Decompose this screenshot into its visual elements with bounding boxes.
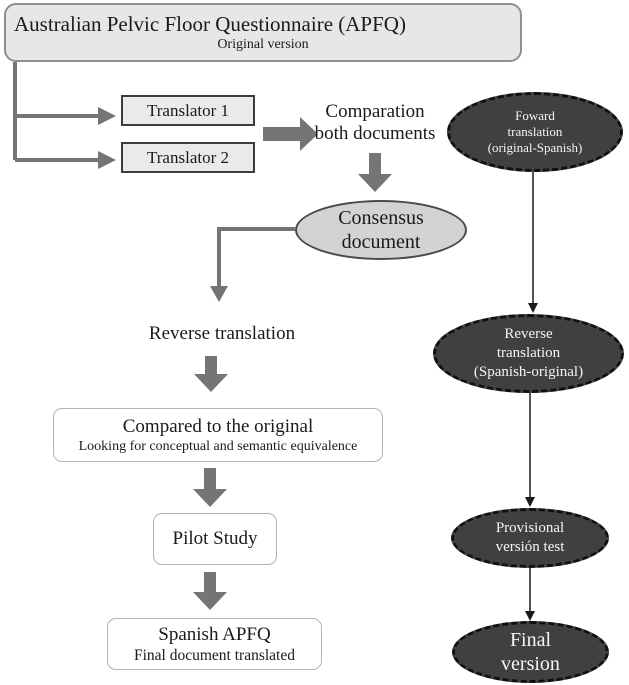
forward-line2: translation bbox=[507, 124, 563, 139]
consensus-elbow-connector bbox=[217, 227, 295, 287]
forward-line3: (original-Spanish) bbox=[487, 140, 583, 155]
spanish-apfq-box: Spanish APFQ Final document translated bbox=[107, 618, 322, 670]
consensus-line1: Consensus bbox=[338, 207, 424, 229]
source-title: Australian Pelvic Floor Questionnaire (A… bbox=[14, 12, 406, 36]
down-arrow-reverse-icon bbox=[194, 356, 228, 392]
translator-2-box: Translator 2 bbox=[121, 142, 255, 173]
reverse-line3: (Spanish-original) bbox=[473, 364, 584, 380]
reverse-line2: translation bbox=[496, 345, 561, 361]
consensus-document-ellipse: Consensus document bbox=[295, 200, 467, 260]
comparation-label: Comparation both documents bbox=[285, 101, 465, 145]
reverse-translation-text: Reverse translation bbox=[148, 323, 296, 344]
reverse-line1: Reverse bbox=[504, 326, 553, 342]
compared-to-original-box: Compared to the original Looking for con… bbox=[53, 408, 383, 462]
stage-arrowhead-final bbox=[525, 611, 535, 621]
spanish-apfq-subtitle: Final document translated bbox=[134, 647, 295, 664]
pilot-study-box: Pilot Study bbox=[153, 513, 277, 565]
stage-arrowhead-provisional bbox=[525, 497, 535, 507]
translator-2-label: Translator 2 bbox=[146, 147, 229, 167]
tree-arrowhead-translator1 bbox=[98, 107, 116, 125]
down-arrow-compared-icon bbox=[193, 468, 227, 507]
provisional-line2: versión test bbox=[495, 539, 565, 555]
final-line1: Final bbox=[509, 629, 552, 651]
tree-arrowhead-translator2 bbox=[98, 151, 116, 169]
stage-arrowhead-reverse bbox=[528, 303, 538, 313]
source-questionnaire-box: Australian Pelvic Floor Questionnaire (A… bbox=[4, 3, 522, 62]
down-arrow-pilot-icon bbox=[193, 572, 227, 610]
compared-subtitle: Looking for conceptual and semantic equi… bbox=[78, 439, 358, 454]
provisional-version-ellipse: Provisional versión test bbox=[451, 508, 609, 568]
reverse-translation-label: Reverse translation bbox=[128, 323, 316, 345]
pilot-study-label: Pilot Study bbox=[172, 528, 258, 549]
consensus-line2: document bbox=[341, 231, 421, 253]
reverse-translation-ellipse: Reverse translation (Spanish-original) bbox=[433, 314, 624, 393]
consensus-elbow-arrowhead bbox=[210, 286, 228, 302]
comparation-line2: both documents bbox=[314, 123, 436, 144]
forward-line1: Foward bbox=[515, 108, 555, 123]
source-subtitle: Original version bbox=[217, 37, 309, 52]
forward-translation-ellipse: Foward translation (original-Spanish) bbox=[447, 92, 623, 172]
translator-1-box: Translator 1 bbox=[121, 95, 255, 126]
compared-title: Compared to the original bbox=[122, 416, 314, 437]
spanish-apfq-title: Spanish APFQ bbox=[158, 624, 271, 645]
provisional-line1: Provisional bbox=[495, 520, 565, 536]
down-arrow-comparation-icon bbox=[358, 153, 392, 192]
block-arrow-right-icon bbox=[263, 117, 318, 151]
final-line2: version bbox=[501, 653, 560, 675]
tree-connector-line bbox=[13, 62, 98, 162]
translator-1-label: Translator 1 bbox=[146, 100, 229, 120]
final-version-ellipse: Final version bbox=[452, 621, 609, 683]
comparation-line1: Comparation bbox=[325, 101, 425, 122]
